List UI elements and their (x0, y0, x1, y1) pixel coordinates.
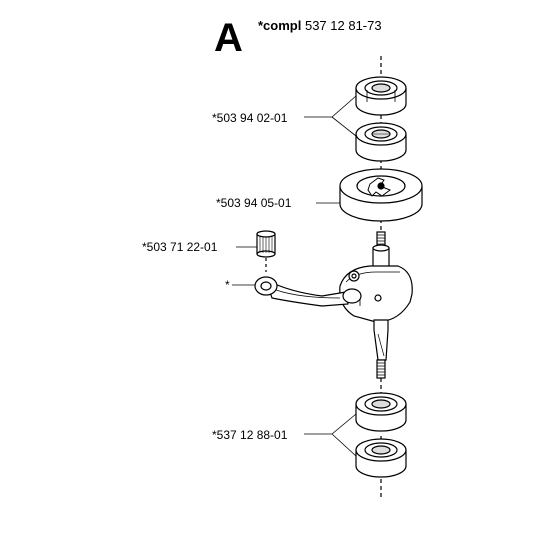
callout-bottom-bearings: *537 12 88-01 (212, 428, 288, 442)
callout-needle-bearing: *503 71 22-01 (142, 240, 218, 254)
callout-top-bearings: *503 94 02-01 (212, 111, 288, 125)
needle-roller-bearing (256, 230, 276, 258)
section-letter: A (214, 16, 243, 60)
callout-crankshaft: * (225, 278, 230, 292)
callout-clutch-drum: *503 94 05-01 (216, 196, 292, 210)
assembly-number: 537 12 81-73 (304, 18, 382, 33)
assembly-prefix: *compl (258, 18, 302, 33)
crankshaft-assembly (254, 231, 413, 379)
leader-line (304, 413, 357, 457)
ball-bearing-top-lower (355, 122, 407, 162)
clutch-drum (339, 168, 423, 222)
assembly-part-number: *compl 537 12 81-73 (258, 18, 382, 34)
ball-bearing-top-upper (355, 76, 407, 116)
leader-line (304, 95, 357, 137)
ball-bearing-bottom-upper (355, 392, 407, 432)
ball-bearing-bottom-lower (355, 438, 407, 478)
